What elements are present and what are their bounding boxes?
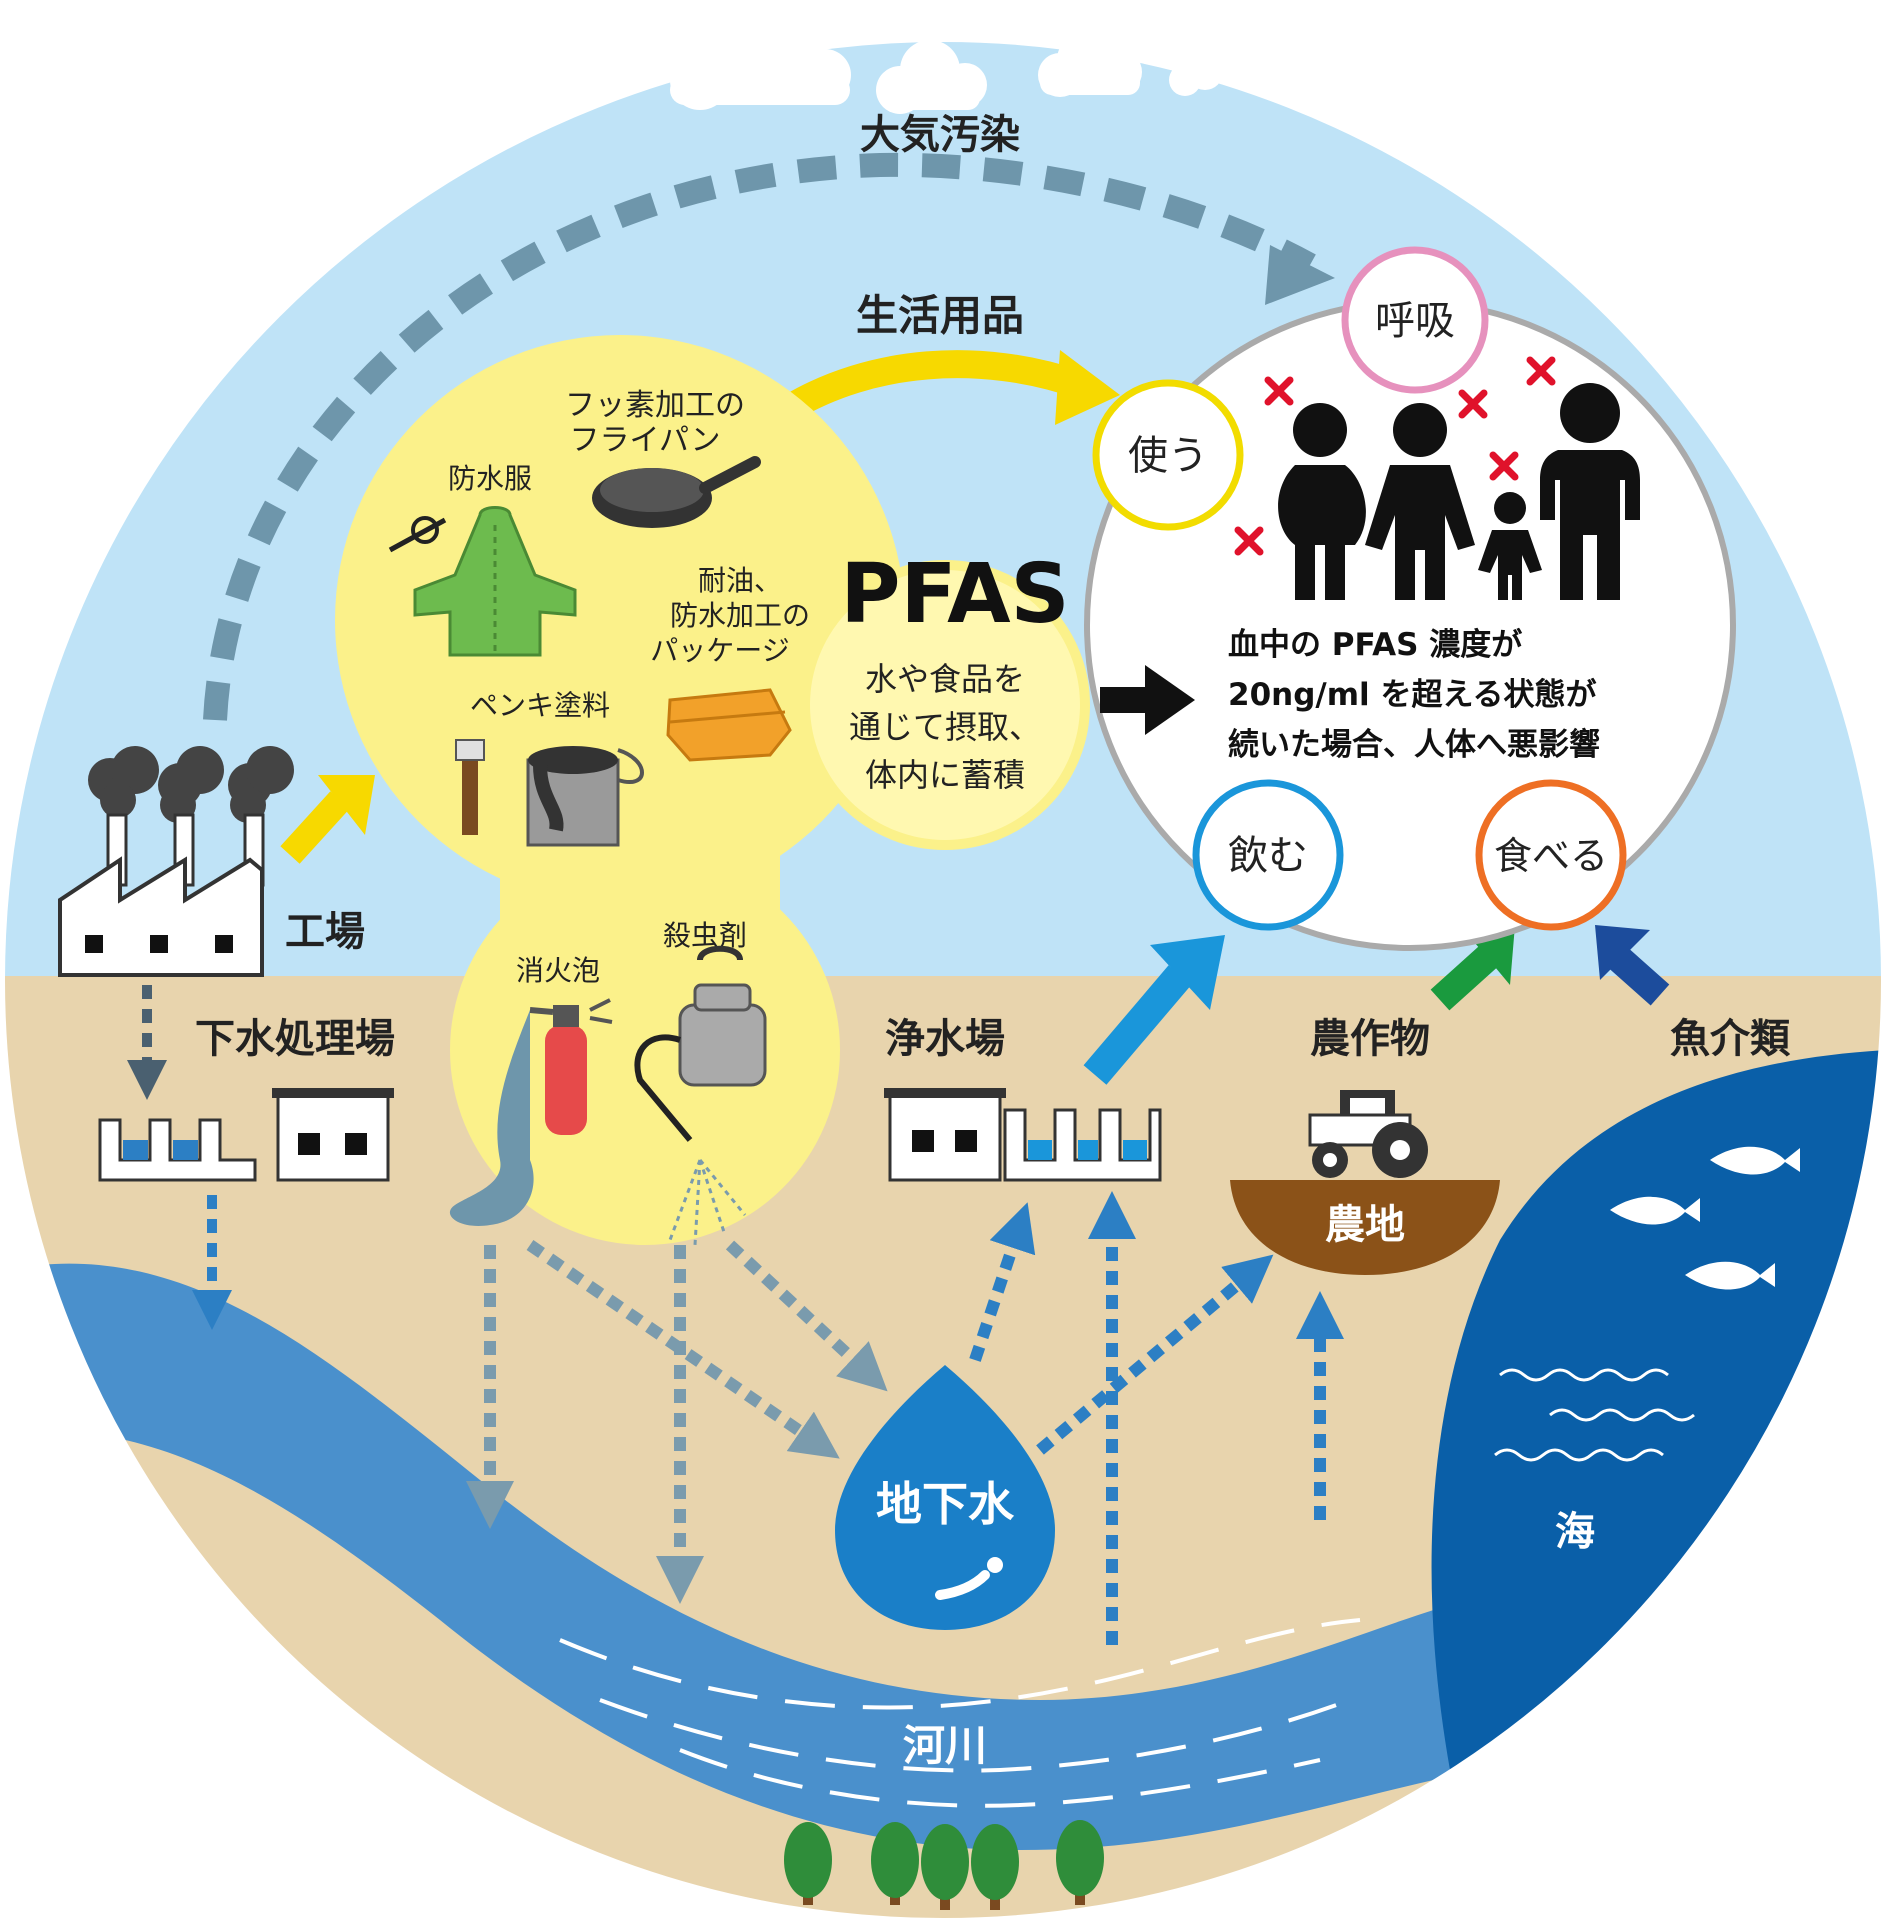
crops-arrow xyxy=(1430,944,1500,1011)
water-flow-arrows xyxy=(969,1191,1344,1645)
health-effect-line-1: 血中の PFAS 濃度が xyxy=(1228,627,1522,663)
household-goods-label: 生活用品 xyxy=(856,291,1024,340)
farmland xyxy=(1230,1180,1500,1275)
factory-to-pfas-arrow xyxy=(280,791,350,864)
pfas-description-bubble xyxy=(800,560,1090,850)
drink-route xyxy=(1192,779,1344,931)
pfas-desc-line-2: 通じて摂取、 xyxy=(849,708,1041,746)
package-label-3: パッケージ xyxy=(650,634,789,667)
factory-to-pfas-arrowhead xyxy=(318,775,375,835)
groundwater-label: 地下水 xyxy=(876,1477,1015,1531)
health-effect-line-2: 20ng/ml を超える状態が xyxy=(1228,677,1597,713)
raincoat-label: 防水服 xyxy=(448,462,532,495)
water-plant-icon xyxy=(884,1088,1162,1182)
fire-extinguisher-icon xyxy=(449,998,613,1226)
health-effect-line-3: 続いた場合、人体へ悪影響 xyxy=(1228,727,1600,763)
tractor-icon xyxy=(1308,1090,1428,1178)
seafood-label: 魚介類 xyxy=(1670,1016,1791,1062)
package-label-2: 防水加工の xyxy=(670,599,810,632)
paint-label: ペンキ塗料 xyxy=(470,689,610,722)
household-goods-arrowhead xyxy=(1055,350,1120,425)
eat-route xyxy=(1475,779,1627,931)
factory-icon xyxy=(58,746,294,977)
raincoat-icon xyxy=(388,506,577,657)
sewage-plant-label: 下水処理場 xyxy=(195,1016,395,1062)
sea-label: 海 xyxy=(1555,1509,1595,1555)
danger-x-marks xyxy=(1234,356,1556,556)
drink-arrowhead xyxy=(1150,935,1225,1010)
air-pollution-arrowhead xyxy=(1265,245,1335,305)
river-flow-lines xyxy=(559,1618,1361,1808)
pfas-desc-line-3: 体内に蓄積 xyxy=(865,756,1025,794)
river xyxy=(40,1263,1480,1850)
seafood-arrowhead xyxy=(1595,925,1650,980)
package-icon xyxy=(666,688,792,762)
river-label: 河川 xyxy=(903,1721,987,1770)
pfas-to-people-arrowhead xyxy=(1145,665,1195,735)
pfas-desc-line-1: 水や食品を xyxy=(865,660,1025,698)
farmland-label: 農地 xyxy=(1325,1202,1405,1248)
eat-label: 食べる xyxy=(1494,834,1608,878)
use-route xyxy=(1092,379,1244,531)
paint-icon xyxy=(455,739,644,847)
sewage-plant-icon xyxy=(98,1088,394,1182)
frying-pan-icon xyxy=(592,456,761,528)
sprayer-icon xyxy=(634,945,767,1246)
wave-icons xyxy=(1494,1368,1695,1462)
drink-arrow xyxy=(1083,965,1192,1085)
air-pollution-label: 大気汚染 xyxy=(860,112,1020,158)
use-label: 使う xyxy=(1128,433,1208,479)
pesticide-label: 殺虫剤 xyxy=(663,919,747,952)
air-pollution-arrow xyxy=(203,152,1316,721)
frying-pan-label-2: フライパン xyxy=(570,423,721,458)
pfas-title: PFAS xyxy=(840,547,1069,642)
contamination-arrows xyxy=(466,1240,888,1604)
frying-pan-label-1: フッ素加工の xyxy=(565,388,745,423)
water-plant-label: 浄水場 xyxy=(885,1016,1005,1062)
breathe-route xyxy=(1341,246,1489,394)
crops-label: 農作物 xyxy=(1310,1016,1430,1062)
fish-icons xyxy=(1610,1146,1800,1290)
package-label-1: 耐油、 xyxy=(698,564,782,597)
people-icons xyxy=(1278,383,1640,600)
foam-label: 消火泡 xyxy=(516,954,600,987)
household-goods-arrow xyxy=(782,350,1085,421)
groundwater-drop xyxy=(835,1365,1055,1630)
seafood-arrow xyxy=(1605,944,1670,1006)
breathe-label: 呼吸 xyxy=(1375,298,1455,344)
tree-icons xyxy=(784,1820,1104,1910)
factory-label: 工場 xyxy=(285,909,365,955)
drink-label: 飲む xyxy=(1228,833,1308,879)
